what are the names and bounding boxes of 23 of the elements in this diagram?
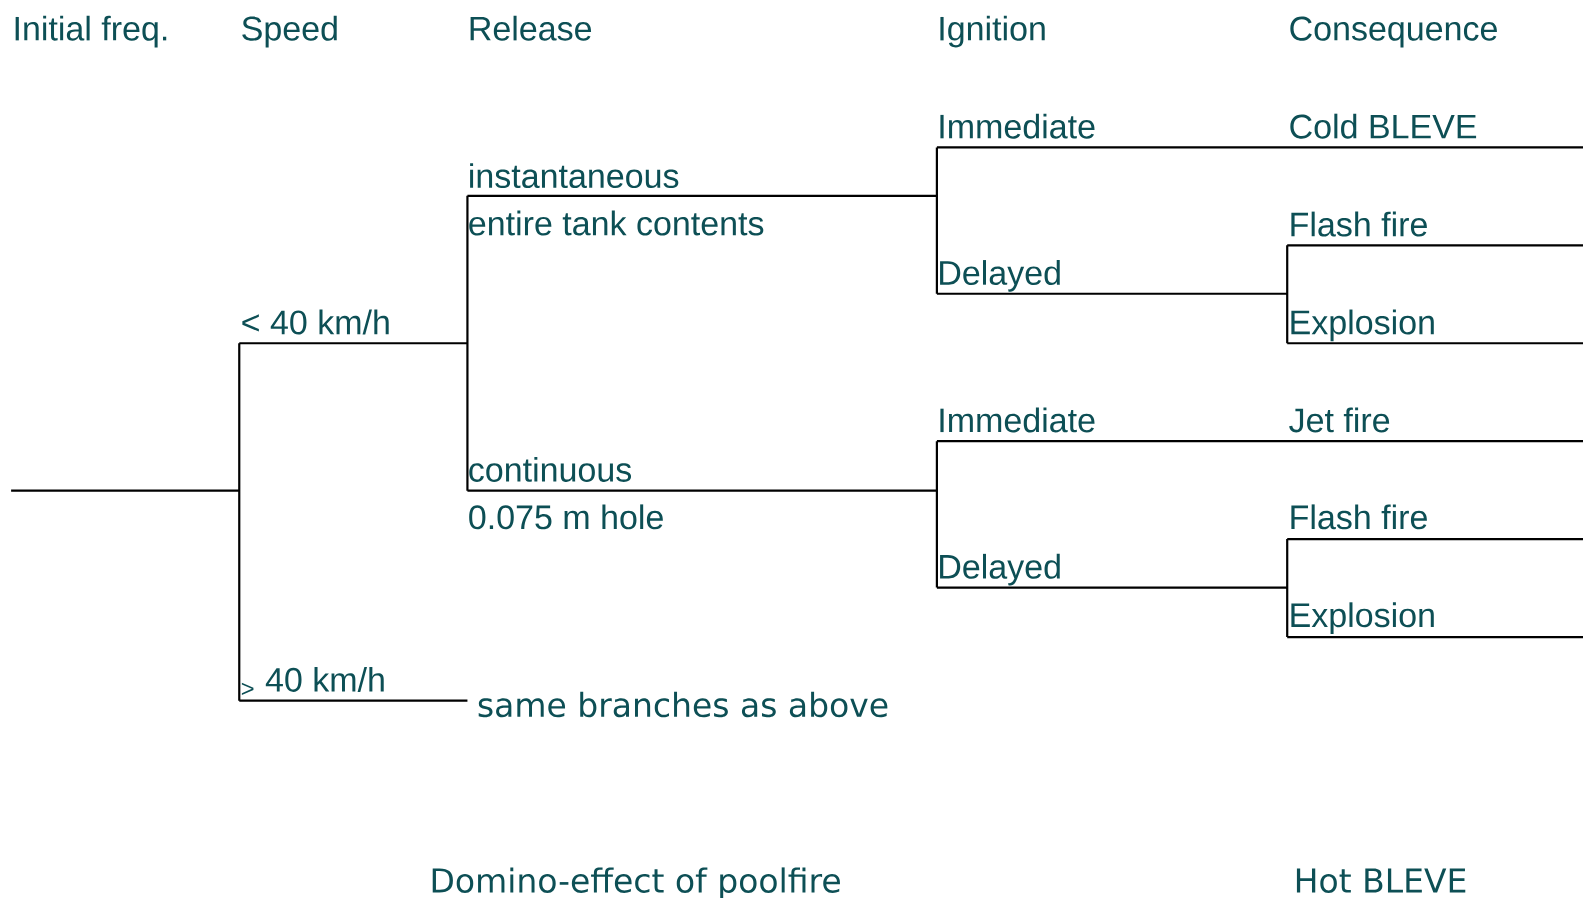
outcome-label: Explosion — [1291, 309, 1434, 342]
column-heading: Consequence — [1290, 16, 1497, 48]
branch-label: Delayed — [940, 260, 1060, 292]
branch-label: Immediate — [940, 113, 1095, 139]
outcome-label: Explosion — [1291, 602, 1434, 634]
outcome-label: Flash fire — [1291, 211, 1427, 237]
outcome-label: Jet fire — [1289, 407, 1390, 433]
column-heading: Release — [470, 15, 592, 41]
branch-label: Delayed — [940, 553, 1060, 586]
column-heading: Initial freq. — [15, 15, 167, 48]
column-heading: Speed — [242, 15, 337, 48]
branch-label: < 40 km/h — [242, 309, 389, 335]
outcome-label: Flash fire — [1291, 504, 1427, 530]
branch-label: Immediate — [940, 407, 1095, 433]
column-heading: Ignition — [940, 15, 1045, 48]
branch-label: 0.075 m hole — [469, 504, 663, 530]
branch-label: $_{>}$ 40 km/h — [241, 666, 384, 695]
note-text: Hot BLEVE — [1296, 868, 1466, 893]
branch-label: instantaneous — [470, 163, 679, 189]
note-text: same branches as above — [478, 691, 888, 718]
branch-label: continuous — [469, 456, 632, 482]
branch-label: entire tank contents — [469, 210, 764, 236]
outcome-label: Cold BLEVE — [1290, 113, 1477, 139]
